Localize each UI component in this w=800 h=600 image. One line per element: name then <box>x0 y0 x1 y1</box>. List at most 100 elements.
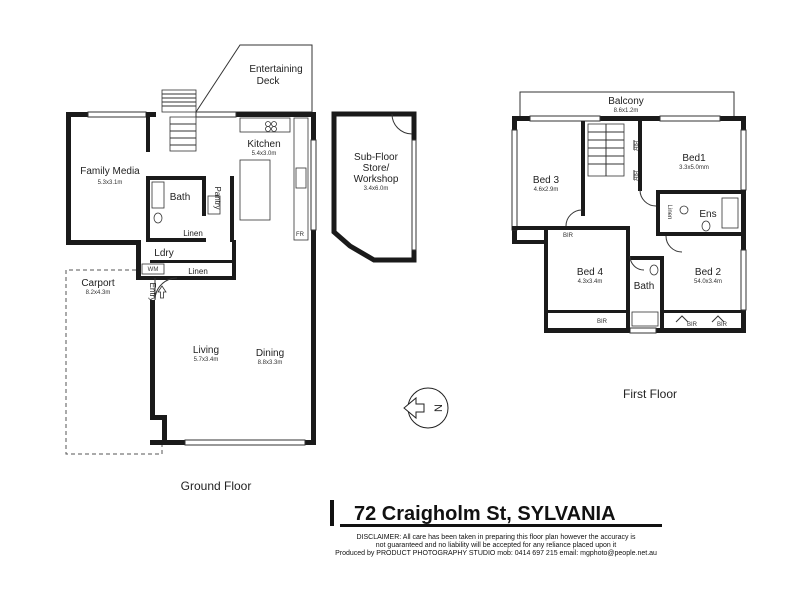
wall <box>66 240 136 245</box>
door-swing <box>629 255 645 271</box>
wall <box>544 226 548 244</box>
window <box>740 129 747 191</box>
bir-label-bed4: BIR <box>597 319 608 325</box>
bir-label-bed1-a: BIR <box>632 141 638 152</box>
wall <box>150 300 155 420</box>
title-bar-left <box>330 500 334 526</box>
ground-floor-plan: Entertaining Deck Family Media 5.3x3.1m … <box>65 44 317 493</box>
bir-label-bed2-a: BIR <box>687 322 698 328</box>
sliding-door <box>195 111 237 118</box>
living-dim: 5.7x3.4m <box>194 357 219 363</box>
wall <box>584 226 630 230</box>
sub-floor-walls <box>331 111 417 263</box>
wall <box>146 238 206 242</box>
linen-label-a: Linen <box>183 229 203 238</box>
window <box>529 115 601 122</box>
entry-door-swing <box>154 277 178 301</box>
window <box>411 139 417 251</box>
bir-label-bed1-b: BIR <box>632 171 638 182</box>
wall <box>146 176 206 180</box>
disclaimer-line-3: Produced by PRODUCT PHOTOGRAPHY STUDIO m… <box>335 550 657 557</box>
wall <box>656 232 746 236</box>
linen-label-b: Linen <box>188 267 208 276</box>
wall <box>150 415 165 420</box>
carport-label: Carport <box>81 278 115 289</box>
door-swing <box>665 235 683 253</box>
sub-floor-dim: 3.4x6.0m <box>364 186 389 192</box>
bed4-label: Bed 4 <box>577 267 604 278</box>
bed1-dim: 3.3x5.0mm <box>679 165 709 171</box>
wall <box>626 226 630 332</box>
ground-bath-label: Bath <box>170 192 191 203</box>
deck-stairs <box>161 89 197 113</box>
wall <box>150 260 236 263</box>
wall <box>741 116 746 332</box>
window <box>629 327 657 334</box>
window <box>87 111 147 118</box>
deck-label-2: Deck <box>257 76 281 87</box>
sub-floor-label-2: Store/ <box>363 163 390 174</box>
family-media-dim: 5.3x3.1m <box>98 180 123 186</box>
title-underline <box>340 524 662 527</box>
wall <box>162 415 167 445</box>
ensuite-fixtures <box>679 197 739 232</box>
wardrobe-doors <box>633 140 725 323</box>
wall <box>638 121 642 191</box>
entry-arrow-icon <box>157 285 167 299</box>
laundry-label: Ldry <box>154 248 173 259</box>
ens-label: Ens <box>699 209 716 220</box>
compass-letter: N <box>433 404 445 412</box>
wall <box>136 276 236 280</box>
wall <box>544 240 548 332</box>
wall <box>656 190 660 236</box>
bir-label-bed2-b: BIR <box>717 322 728 328</box>
disclaimer-line-2: not guaranteed and no liability will be … <box>376 542 617 549</box>
carport-outline <box>65 269 163 455</box>
pantry-label: Pantry <box>213 186 222 209</box>
wall <box>548 310 626 313</box>
window <box>659 115 721 122</box>
wall <box>660 190 746 194</box>
window <box>310 139 317 231</box>
kitchen-benches <box>239 117 309 241</box>
window <box>184 439 306 446</box>
sub-floor-label-1: Sub-Floor <box>354 152 399 163</box>
bed4-dim: 4.3x3.4m <box>578 279 603 285</box>
internal-stairs <box>169 116 197 152</box>
bed1-label: Bed1 <box>682 153 706 164</box>
wall <box>626 256 664 260</box>
first-bath-fixtures <box>631 264 659 327</box>
dining-dim: 8.8x3.3m <box>258 360 283 366</box>
wall <box>311 112 316 444</box>
wall <box>664 310 742 313</box>
wall <box>512 240 544 244</box>
first-floor-label: First Floor <box>623 387 677 401</box>
carport-dim: 8.2x4.3m <box>86 290 111 296</box>
wall <box>66 112 71 244</box>
balcony-dim: 8.6x1.2m <box>614 108 639 114</box>
wall <box>581 121 585 216</box>
living-label: Living <box>193 345 219 356</box>
disclaimer-line-1: DISCLAIMER: All care has been taken in p… <box>357 534 636 541</box>
wall <box>236 112 316 117</box>
first-bath-label: Bath <box>634 281 655 292</box>
sub-floor-label-3: Workshop <box>354 174 399 185</box>
balcony-label: Balcony <box>608 96 644 107</box>
door-swing <box>639 189 657 207</box>
wm-box <box>141 263 165 275</box>
first-floor-plan: Balcony 8.6x1.2m Bed 3 4.6x2.9m Bed1 3.3… <box>511 91 747 401</box>
wall <box>660 256 664 332</box>
bed2-dim: 54.0x3.4m <box>694 279 722 285</box>
window <box>740 249 747 311</box>
sub-floor-door-swing <box>391 113 413 135</box>
bed3-label: Bed 3 <box>533 175 560 186</box>
wall <box>146 112 150 152</box>
kitchen-dim: 5.4x3.0m <box>252 151 277 157</box>
first-linen-label: Linen <box>666 205 672 220</box>
deck-outline <box>195 44 313 113</box>
wm-label: WM <box>148 267 159 273</box>
bir-label-bed3: BIR <box>563 233 574 239</box>
wall <box>230 176 234 242</box>
bed3-dim: 4.6x2.9m <box>534 187 559 193</box>
